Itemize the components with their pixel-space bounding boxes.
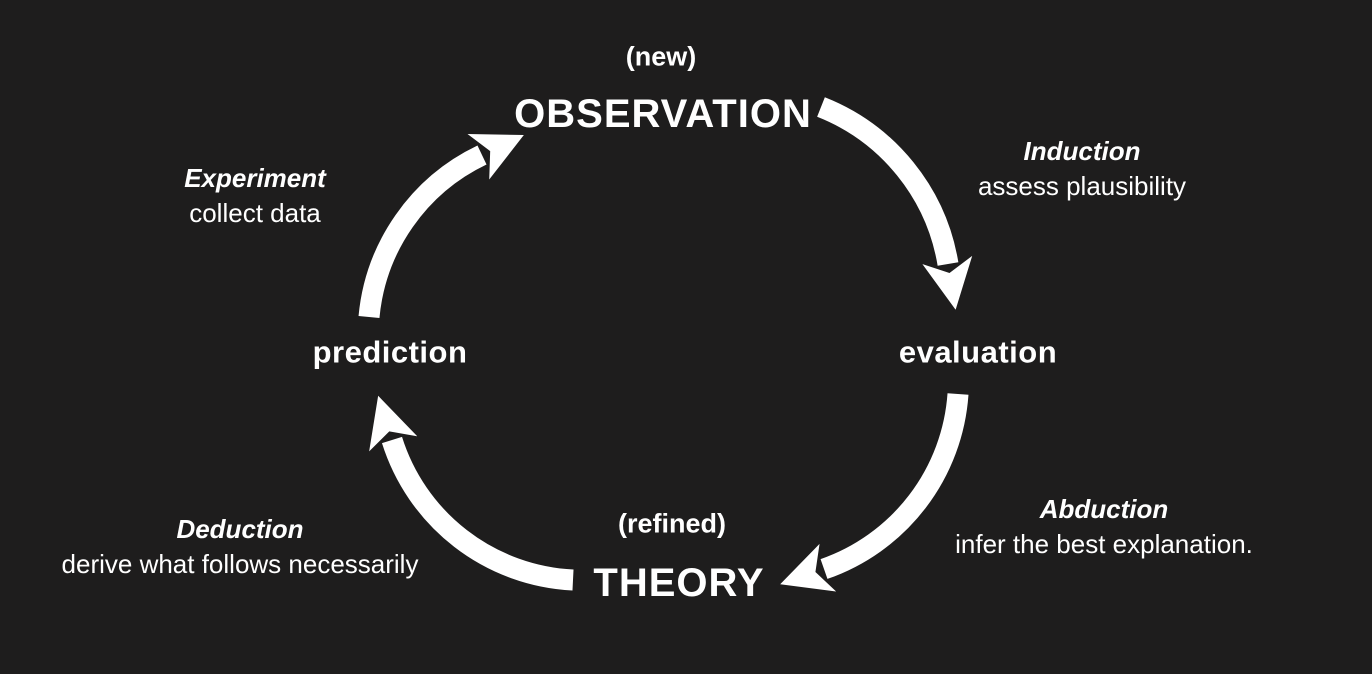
arrow-evaluation-to-theory bbox=[780, 393, 969, 592]
arrow-theory-to-prediction bbox=[369, 395, 574, 591]
arrow-observation-to-evaluation bbox=[817, 97, 973, 310]
deduction-description: derive what follows necessarily bbox=[61, 549, 419, 579]
edge-label-abduction: Abduction infer the best explanation. bbox=[955, 492, 1253, 562]
node-prediction: prediction bbox=[312, 334, 468, 370]
edge-label-deduction: Deduction derive what follows necessaril… bbox=[62, 512, 419, 582]
edge-label-induction: Induction assess plausibility bbox=[978, 134, 1186, 204]
abduction-description: infer the best explanation. bbox=[955, 529, 1253, 559]
node-theory: THEORY bbox=[593, 561, 765, 605]
experiment-process-label: Experiment bbox=[184, 163, 326, 193]
node-observation: OBSERVATION bbox=[514, 92, 812, 136]
arrow-prediction-to-observation bbox=[358, 134, 524, 319]
theory-qualifier: (refined) bbox=[618, 508, 726, 539]
induction-description: assess plausibility bbox=[977, 171, 1187, 201]
deduction-process-label: Deduction bbox=[176, 514, 304, 544]
abduction-process-label: Abduction bbox=[1039, 494, 1169, 524]
induction-process-label: Induction bbox=[1023, 136, 1141, 166]
experiment-description: collect data bbox=[189, 198, 321, 228]
node-evaluation: evaluation bbox=[898, 334, 1058, 370]
observation-qualifier: (new) bbox=[625, 41, 697, 72]
edge-label-experiment: Experiment collect data bbox=[184, 161, 326, 231]
